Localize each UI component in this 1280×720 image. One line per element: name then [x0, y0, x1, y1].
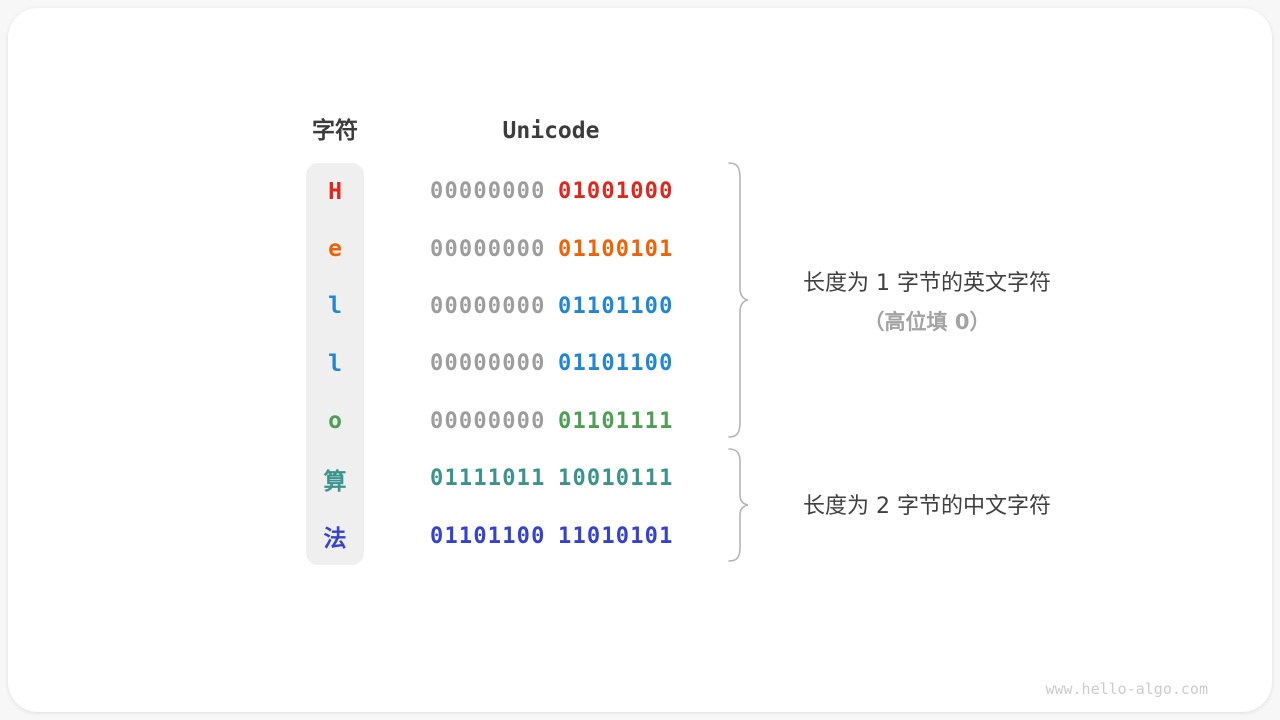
watermark-url: www.hello-algo.com	[1045, 680, 1208, 698]
character-cell: 算	[323, 468, 347, 495]
byte-high: 00000000	[430, 179, 546, 205]
annotation-english-chars: 长度为 1 字节的英文字符 （高位填 0）	[742, 264, 1112, 342]
byte-high: 01111011	[430, 466, 546, 492]
byte-low: 01101111	[558, 408, 674, 434]
table-row: 算 01111011 10010111	[306, 450, 686, 507]
character-cell: H	[328, 178, 342, 205]
column-header-unicode: Unicode	[502, 118, 600, 144]
byte-high: 00000000	[430, 293, 546, 319]
table-row: H 00000000 01001000	[306, 163, 686, 220]
annotation-english-line2: （高位填 0）	[863, 310, 991, 334]
character-cell: e	[328, 236, 342, 263]
byte-low: 01101100	[558, 351, 674, 377]
byte-low: 01001000	[558, 179, 674, 205]
annotation-chinese-line1: 长度为 2 字节的中文字符	[803, 494, 1051, 519]
byte-high: 00000000	[430, 351, 546, 377]
column-header-character: 字符	[312, 118, 358, 144]
character-cell: l	[328, 293, 342, 320]
table-row: e 00000000 01100101	[306, 220, 686, 277]
table-row: 法 01101100 11010101	[306, 507, 686, 564]
byte-high: 01101100	[430, 523, 546, 549]
byte-low: 11010101	[558, 523, 674, 549]
byte-high: 00000000	[430, 236, 546, 262]
byte-low: 01100101	[558, 236, 674, 262]
character-cell: l	[328, 350, 342, 377]
table-row: l 00000000 01101100	[306, 335, 686, 392]
annotation-english-line1: 长度为 1 字节的英文字符	[803, 271, 1051, 296]
annotation-chinese-chars: 长度为 2 字节的中文字符	[742, 487, 1112, 526]
encoding-table: H 00000000 01001000 e 00000000 01100101 …	[306, 163, 686, 565]
brace-english-group-icon	[728, 162, 749, 438]
diagram-card	[8, 8, 1272, 712]
byte-high: 00000000	[430, 408, 546, 434]
byte-low: 10010111	[558, 466, 674, 492]
table-row: o 00000000 01101111	[306, 393, 686, 450]
character-column-background	[306, 163, 364, 565]
byte-low: 01101100	[558, 293, 674, 319]
character-cell: 法	[323, 526, 347, 553]
table-row: l 00000000 01101100	[306, 278, 686, 335]
character-cell: o	[328, 408, 342, 435]
brace-chinese-group-icon	[728, 448, 749, 562]
